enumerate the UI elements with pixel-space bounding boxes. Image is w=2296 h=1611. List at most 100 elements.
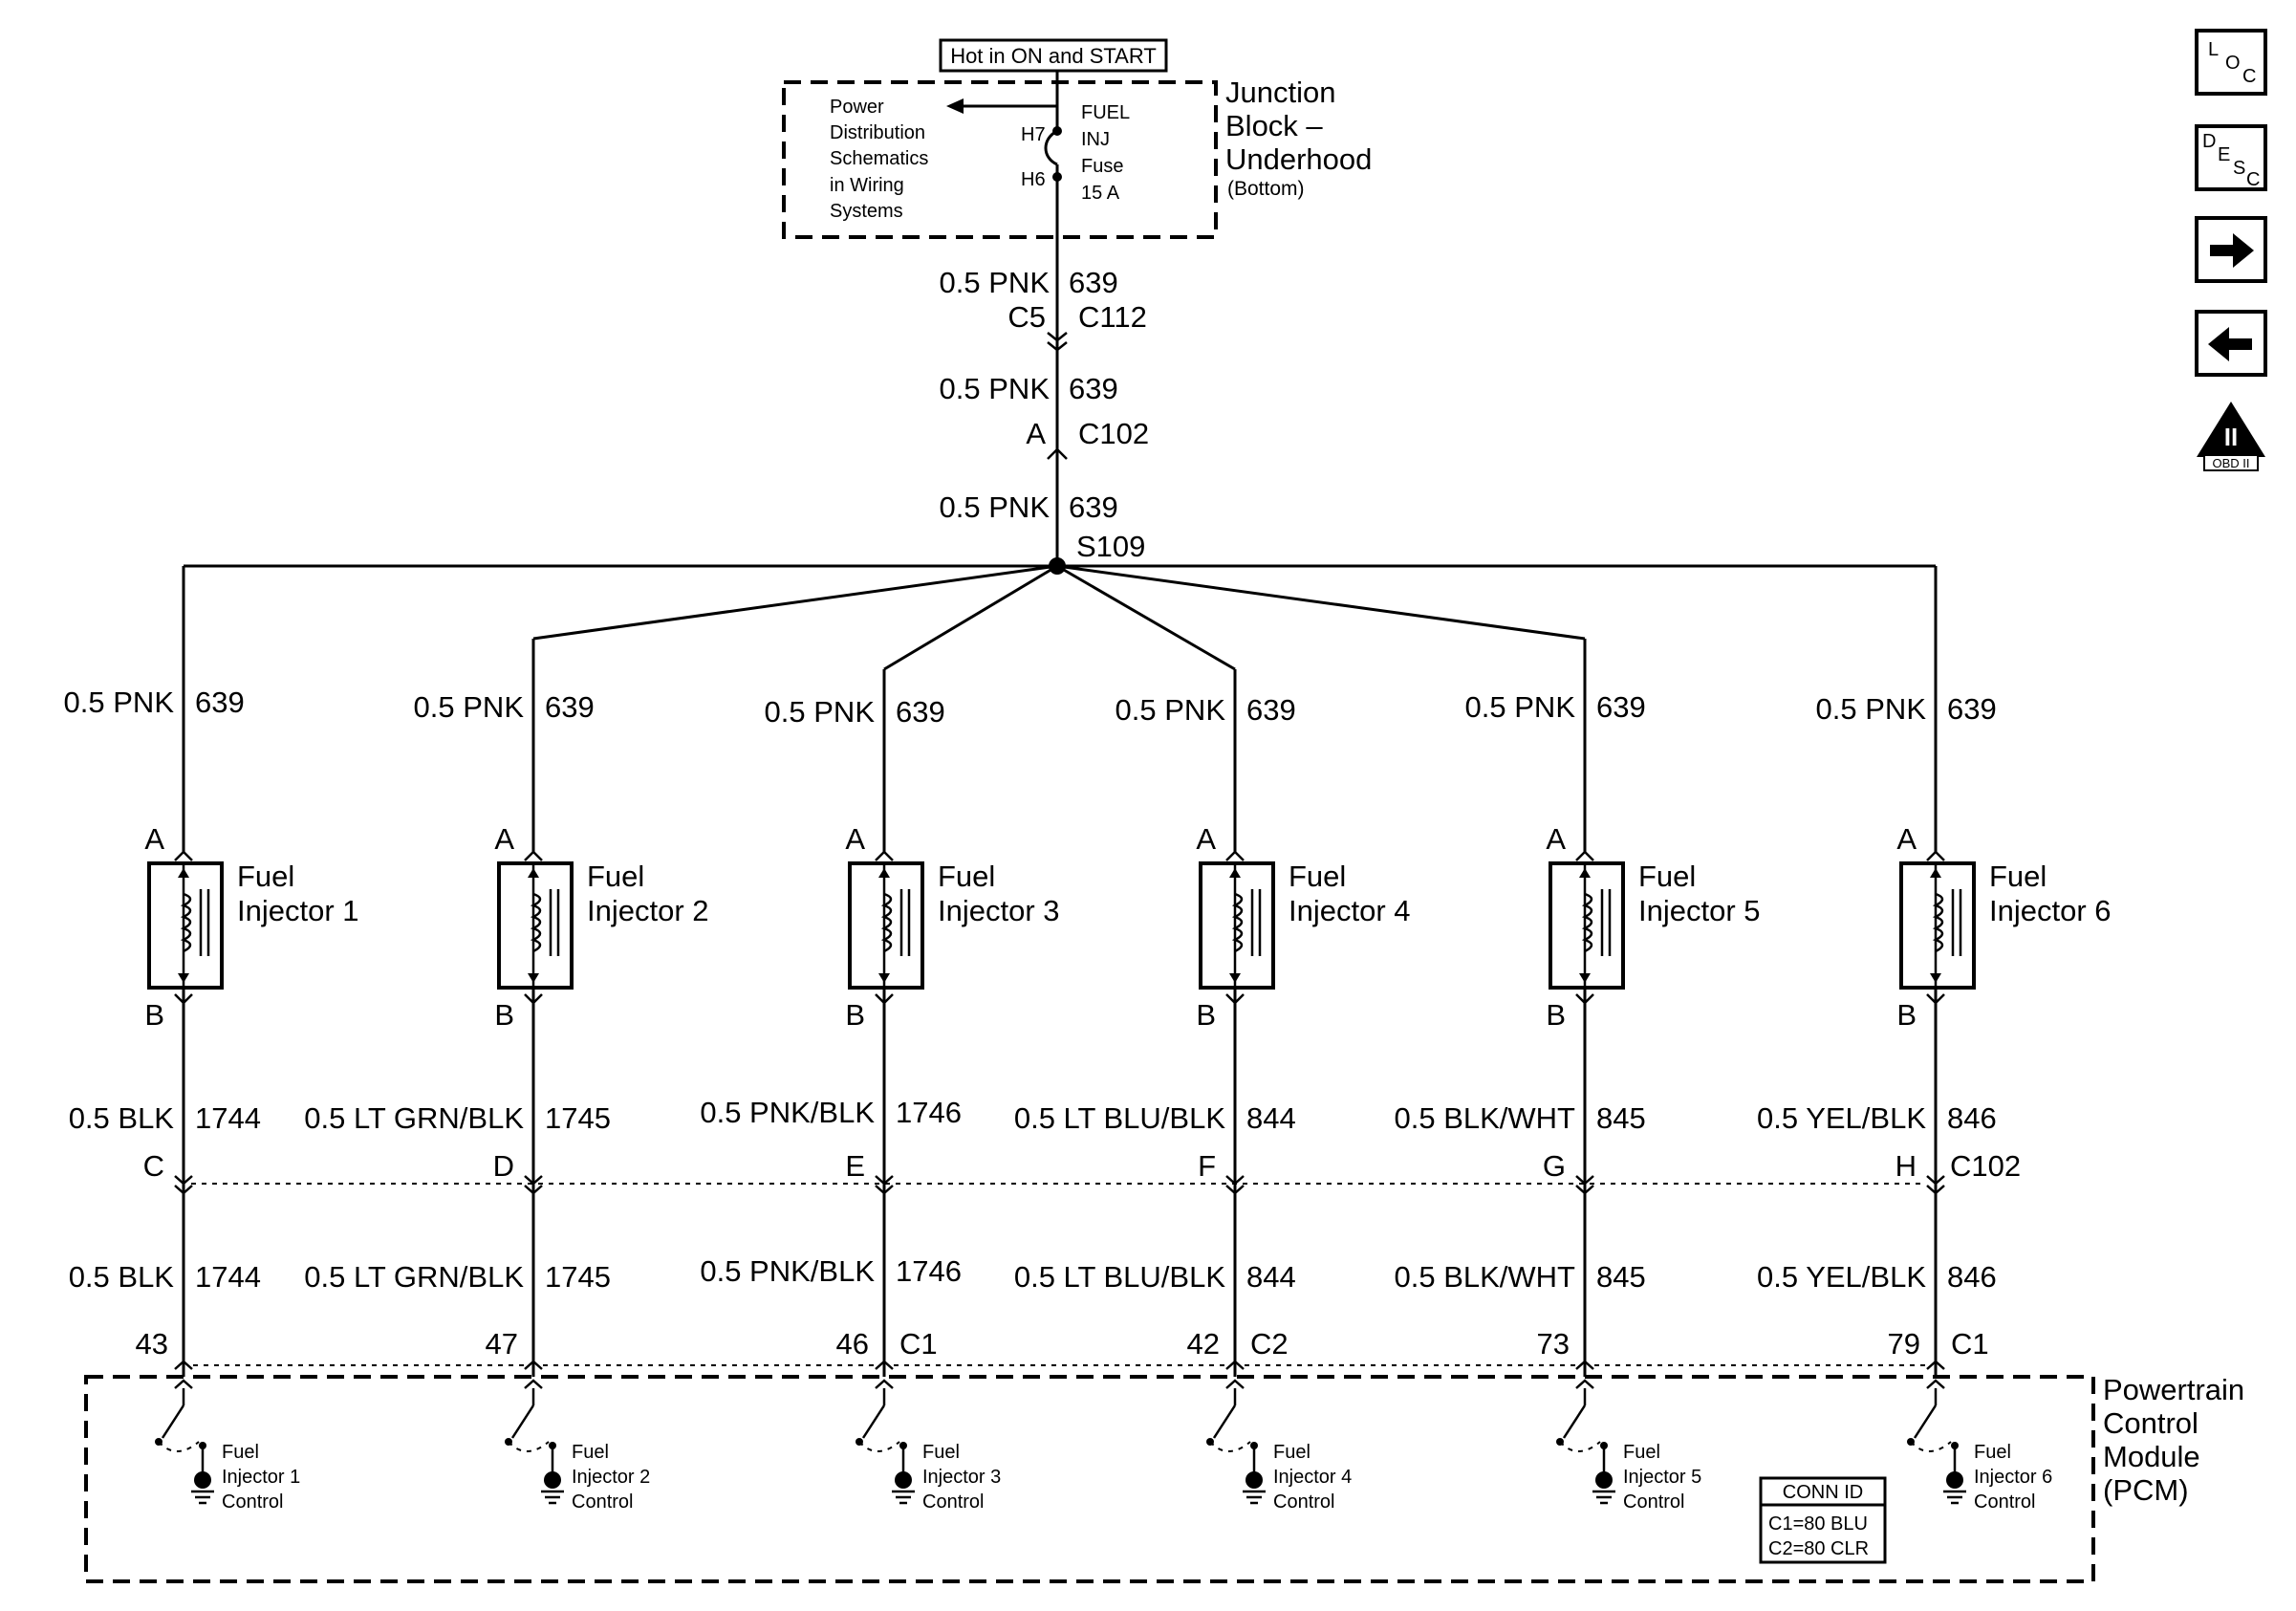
injector-4-pin-a: A xyxy=(1196,822,1216,856)
injector-4-pcm-pin-symbol xyxy=(1225,1360,1245,1370)
pd-arrow-head xyxy=(946,98,964,114)
injector-5-c102-pin: G xyxy=(1543,1149,1566,1183)
injector-3-pin-a: A xyxy=(845,822,865,856)
injector-6-name-line2: Injector 6 xyxy=(1989,894,2112,927)
injector-6-ctrl-line3: Control xyxy=(1974,1491,2035,1513)
injector-6-feed-circuit: 639 xyxy=(1947,692,1997,726)
injector-6-arrow-up-icon xyxy=(1930,868,1941,878)
injector-6-arrow-down-icon xyxy=(1930,973,1941,983)
injector-1-ctrl-line2: Injector 1 xyxy=(222,1467,300,1488)
injector-6-branch xyxy=(1899,566,1976,1505)
feed-1-gauge: 0.5 PNK xyxy=(940,266,1051,299)
injector-4-mid-gauge: 0.5 LT BLU/BLK xyxy=(1014,1101,1225,1135)
injector-4-name-line2: Injector 4 xyxy=(1289,894,1411,927)
svg-text:Junction: Junction xyxy=(1225,76,1335,109)
injector-3-feed-gauge: 0.5 PNK xyxy=(765,695,876,729)
injector-5-feed-diag xyxy=(1056,564,1586,641)
injector-1-body xyxy=(147,861,224,990)
injector-1-mid-circuit: 1744 xyxy=(195,1101,261,1135)
injector-4-low-circuit: 844 xyxy=(1246,1260,1296,1294)
injector-4-feed-gauge: 0.5 PNK xyxy=(1116,693,1226,727)
injector-4-ctrl-line2: Injector 4 xyxy=(1273,1467,1352,1488)
injector-6-pcm-pin-symbol xyxy=(1926,1360,1945,1370)
injector-1-pin-a-symbol xyxy=(174,850,193,861)
ignition-label-box xyxy=(939,38,1168,73)
obd-ii-tag xyxy=(2203,454,2259,471)
injector-3-arrow-up-icon xyxy=(878,868,890,878)
injector-1-c102-symbol xyxy=(174,1175,193,1195)
injector-2-pcm-switch-top xyxy=(524,1379,543,1389)
injector-2-pin-b: B xyxy=(494,998,514,1032)
svg-text:S: S xyxy=(2233,158,2245,179)
injector-5-pin-a-symbol xyxy=(1575,850,1594,861)
injector-2-feed-gauge: 0.5 PNK xyxy=(414,690,525,724)
injector-4-switch-actuator xyxy=(1209,1441,1251,1452)
injector-2-coil-icon xyxy=(530,892,542,953)
svg-text:Underhood: Underhood xyxy=(1225,142,1372,176)
injector-4-arrow-up-icon xyxy=(1229,868,1241,878)
injector-1-name-line1: Fuel xyxy=(237,860,294,893)
injector-1-ctrl-line3: Control xyxy=(222,1491,283,1513)
injector-6-feed-gauge: 0.5 PNK xyxy=(1816,692,1927,726)
fuse-label: FUEL INJ Fuse 15 A xyxy=(1081,102,1130,204)
injector-5-mid-gauge: 0.5 BLK/WHT xyxy=(1395,1101,1576,1135)
injector-2-name-line1: Fuel xyxy=(587,860,644,893)
injector-3-switch-icon xyxy=(861,1404,886,1439)
location-button[interactable]: L O C xyxy=(2195,29,2267,96)
injector-6-name-line1: Fuel xyxy=(1989,860,2047,893)
injector-1-pin-a: A xyxy=(144,822,164,856)
injector-5-arrow-up-icon xyxy=(1579,868,1591,878)
injector-1-low-gauge: 0.5 BLK xyxy=(69,1260,175,1294)
injector-5-pcm-pin-symbol xyxy=(1575,1360,1594,1370)
injector-3-low-gauge: 0.5 PNK/BLK xyxy=(700,1254,875,1288)
ignition-label: Hot in ON and START xyxy=(950,44,1157,68)
injector-4-low-gauge: 0.5 LT BLU/BLK xyxy=(1014,1260,1225,1294)
injector-4-pcm-conn: C2 xyxy=(1250,1327,1289,1361)
injector-4-feed-circuit: 639 xyxy=(1246,693,1296,727)
svg-text:O: O xyxy=(2225,53,2241,74)
description-button[interactable]: D E S C xyxy=(2195,124,2267,191)
injector-4-body xyxy=(1199,861,1275,990)
obd-ii-button[interactable]: II OBD II xyxy=(2197,402,2265,471)
injector-4-pin-a-symbol xyxy=(1225,850,1245,861)
injector-5-arrow-down-icon xyxy=(1579,973,1591,983)
injector-1-branch xyxy=(147,566,524,1505)
next-button[interactable] xyxy=(2195,216,2267,283)
injector-6-mid-gauge: 0.5 YEL/BLK xyxy=(1757,1101,1926,1135)
connector-c112-symbol xyxy=(1047,332,1068,352)
injector-3-ground-icon xyxy=(895,1471,912,1489)
injector-5-feed-circuit: 639 xyxy=(1596,690,1646,724)
svg-text:Powertrain: Powertrain xyxy=(2103,1373,2244,1406)
injector-6-low-gauge: 0.5 YEL/BLK xyxy=(1757,1260,1926,1294)
injector-1-switch-actuator xyxy=(158,1441,200,1452)
svg-text:in Wiring: in Wiring xyxy=(830,175,904,196)
injector-2-body xyxy=(497,861,574,990)
injector-2-low-circuit: 1745 xyxy=(545,1260,611,1294)
injector-5-coil-icon xyxy=(1581,892,1593,953)
injector-3-arrow-down-icon xyxy=(878,973,890,983)
injector-5-name-line1: Fuel xyxy=(1638,860,1696,893)
injector-4-name-line1: Fuel xyxy=(1289,860,1346,893)
pcm-box xyxy=(84,1375,2095,1583)
injector-6-ground-icon xyxy=(1946,1471,1963,1489)
injector-2-switch-actuator xyxy=(508,1441,550,1452)
fuse-pin-h7-label: H7 xyxy=(1021,124,1046,145)
injector-1-pcm-switch-top xyxy=(174,1379,193,1389)
svg-text:Schematics: Schematics xyxy=(830,148,928,169)
injector-3-ctrl-line1: Fuel xyxy=(922,1442,960,1463)
injector-1-arrow-down-icon xyxy=(178,973,189,983)
previous-button[interactable] xyxy=(2195,310,2267,377)
svg-text:C1=80 BLU: C1=80 BLU xyxy=(1768,1513,1868,1535)
injector-5-low-circuit: 845 xyxy=(1596,1260,1646,1294)
injector-2-pin-a: A xyxy=(494,822,514,856)
injector-3-name-line1: Fuel xyxy=(938,860,995,893)
injector-5-mid-circuit: 845 xyxy=(1596,1101,1646,1135)
svg-text:Module: Module xyxy=(2103,1440,2200,1473)
injector-6-mid-circuit: 846 xyxy=(1947,1101,1997,1135)
injector-3-ctrl-line3: Control xyxy=(922,1491,984,1513)
injector-2-pcm-pin-symbol xyxy=(524,1360,543,1370)
injector-6-ctrl-line1: Fuel xyxy=(1974,1442,2011,1463)
injector-3-c102-pin: E xyxy=(845,1149,865,1183)
injector-6-pin-b: B xyxy=(1896,998,1917,1032)
